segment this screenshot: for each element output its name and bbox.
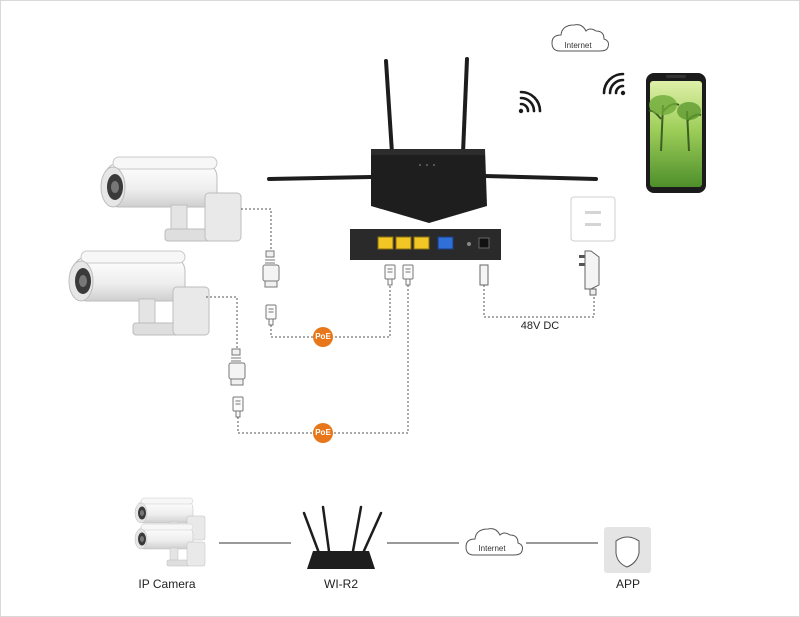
wall-socket-icon (570, 196, 616, 242)
app-label: APP (615, 577, 641, 591)
poe-label-1: PoE (315, 332, 331, 341)
poe-badge (313, 423, 333, 443)
router-icon (302, 505, 383, 569)
router-label: WI-R2 (324, 577, 358, 591)
poe-badge (313, 327, 333, 347)
rj45-connector-icon (265, 304, 277, 326)
internet-label-bottom: Internet (478, 544, 506, 553)
router-back-panel (350, 229, 501, 260)
rj45-connector-icon (232, 396, 244, 418)
smartphone-icon (646, 73, 706, 193)
wifi-icon (518, 90, 542, 114)
dc-label: 48V DC (520, 320, 560, 332)
app-shield-icon (604, 527, 651, 573)
rj45-connector-icon (402, 264, 414, 286)
internet-label-top: Internet (564, 41, 592, 50)
rj45-connector-icon (384, 264, 396, 286)
wifi-icon (602, 72, 626, 96)
bnc-connector-icon (262, 250, 280, 288)
ip-camera-icon (100, 156, 242, 242)
ip-camera-label: IP Camera (138, 577, 196, 591)
poe-label-2: PoE (315, 428, 331, 437)
router-icon (267, 57, 598, 223)
bnc-connector-icon (228, 348, 246, 386)
ip-camera-icon (68, 250, 210, 336)
